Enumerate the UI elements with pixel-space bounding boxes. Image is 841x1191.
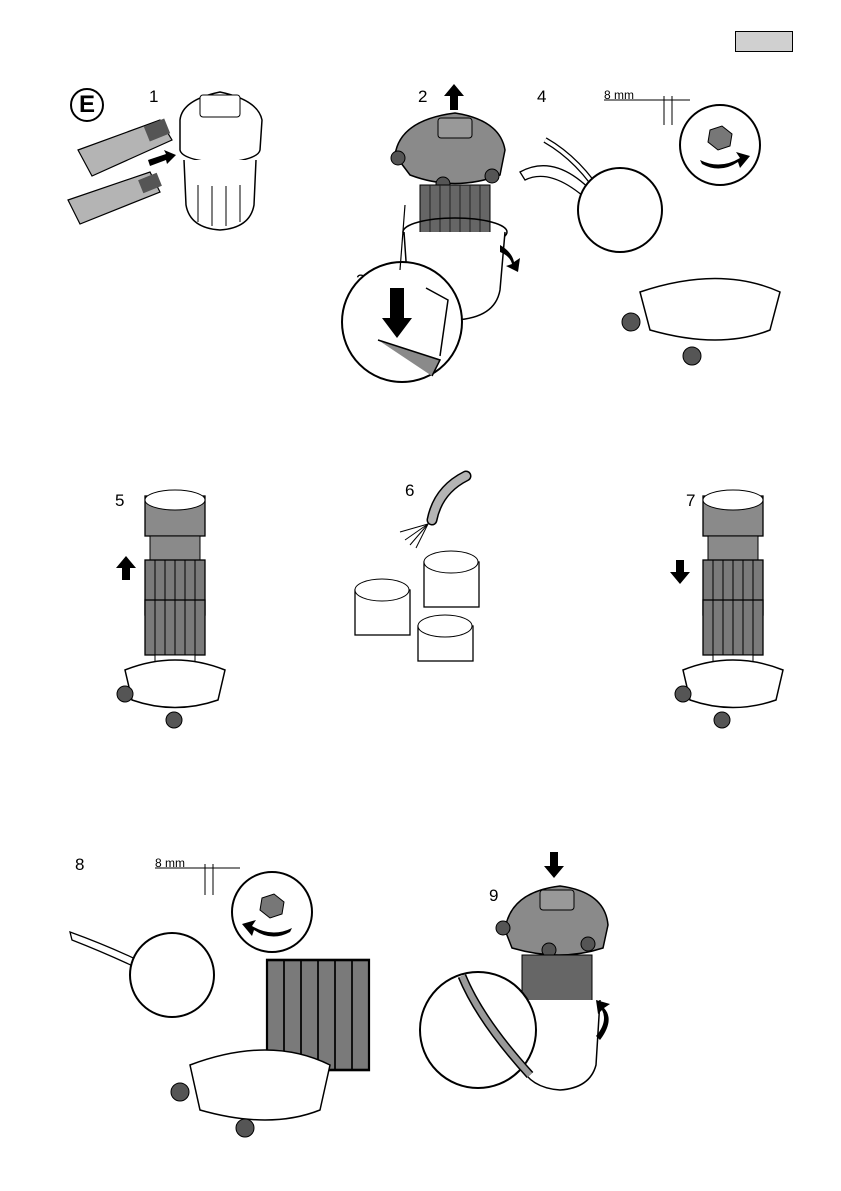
lid-handle (540, 890, 574, 910)
step-4-illustration (520, 96, 841, 490)
water-spray-icon (400, 524, 428, 548)
step-5-illustration (116, 490, 225, 728)
filter-segment (145, 600, 205, 655)
base-connector (117, 686, 133, 702)
arrow-up-icon (116, 556, 136, 580)
base-connector (714, 712, 730, 728)
step-9-illustration (420, 852, 610, 1090)
base-connector-left (171, 1083, 189, 1101)
lid-connector (496, 921, 510, 935)
step-6-illustration (355, 476, 479, 661)
lid-connector (581, 937, 595, 951)
step-1-illustration (68, 92, 262, 230)
lid-connector-right (485, 169, 499, 183)
arrow-up-icon (444, 84, 464, 110)
filter-segment (703, 600, 763, 655)
filter-segment-loose (418, 615, 473, 661)
filter-segment-loose (424, 551, 479, 607)
base-connector-left (622, 313, 640, 331)
filter-base (683, 660, 783, 708)
base-connector (675, 686, 691, 702)
detail-circle (420, 972, 536, 1088)
filter-base (125, 660, 225, 708)
filter-housing (184, 160, 256, 230)
base-connector-front (683, 347, 701, 365)
arrow-down-icon (670, 560, 690, 584)
lid-handle (438, 118, 472, 138)
arrow-down-icon (544, 852, 564, 878)
filter-segment-loose (355, 579, 410, 635)
lid-handle (200, 95, 240, 117)
step-7-illustration (670, 490, 783, 728)
detail-circle-pliers (130, 933, 214, 1017)
filter-base (640, 279, 780, 341)
arrow-pull-icon (148, 150, 176, 166)
detail-circle-pliers (578, 168, 662, 252)
filter-base (190, 1050, 330, 1120)
base-connector (166, 712, 182, 728)
lid-connector-left (391, 151, 405, 165)
water-hose (432, 476, 466, 520)
base-connector-front (236, 1119, 254, 1137)
